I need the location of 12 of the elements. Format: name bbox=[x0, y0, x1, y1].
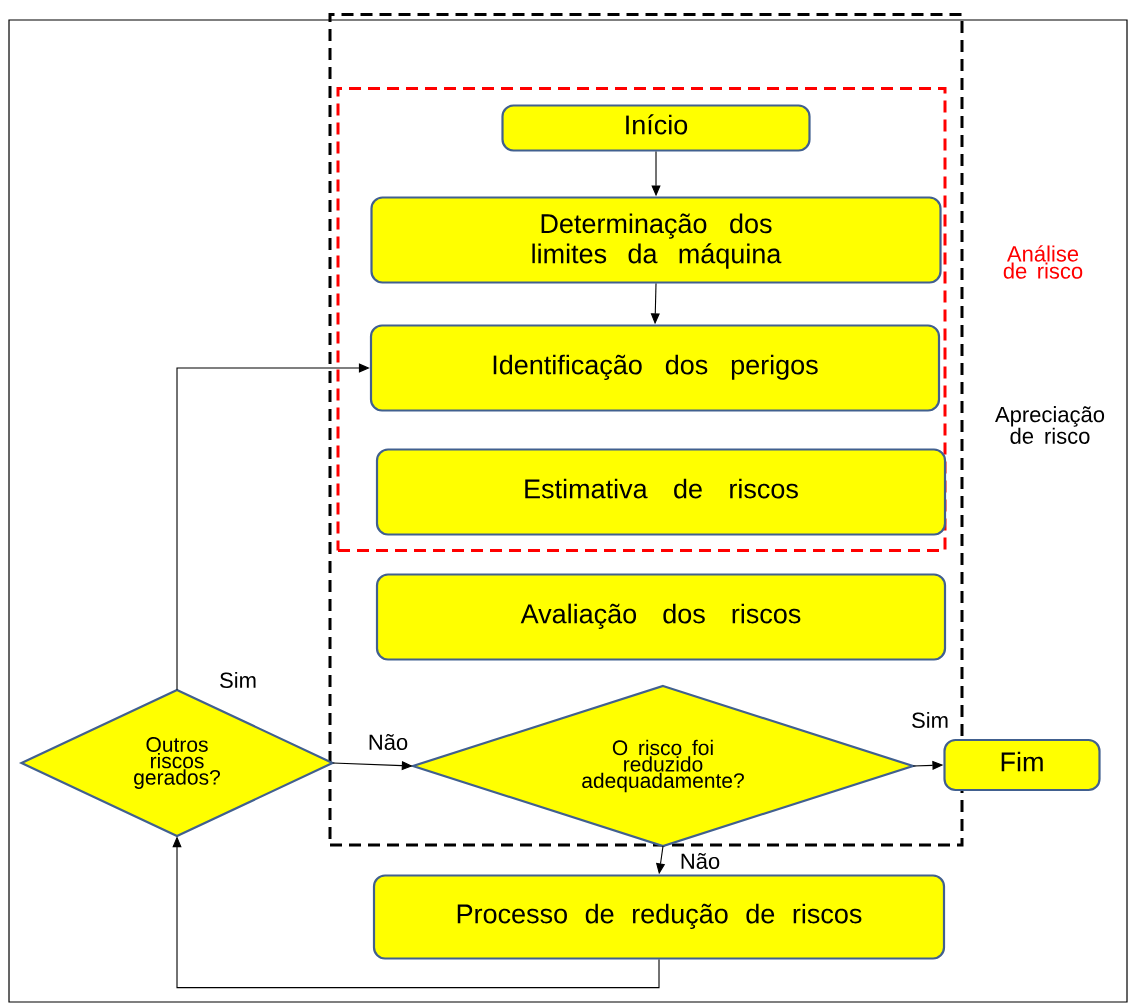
group-label: Análise de risco bbox=[1003, 245, 1083, 279]
process-box: Avaliação dos riscos bbox=[375, 573, 947, 661]
edge-label: Não bbox=[366, 733, 410, 751]
process-box: Início bbox=[501, 104, 811, 152]
process-box: Fim bbox=[943, 738, 1101, 792]
process-box: Determinação dos limites da máquina bbox=[370, 196, 942, 284]
process-box: Identificação dos perigos bbox=[369, 324, 941, 412]
process-box: Processo de redução de riscos bbox=[372, 874, 946, 960]
edge-label: Não bbox=[678, 852, 722, 870]
group-label: Apreciação de risco bbox=[995, 406, 1105, 444]
edge-label: Sim bbox=[218, 670, 258, 690]
process-box: Estimativa de riscos bbox=[375, 448, 947, 536]
